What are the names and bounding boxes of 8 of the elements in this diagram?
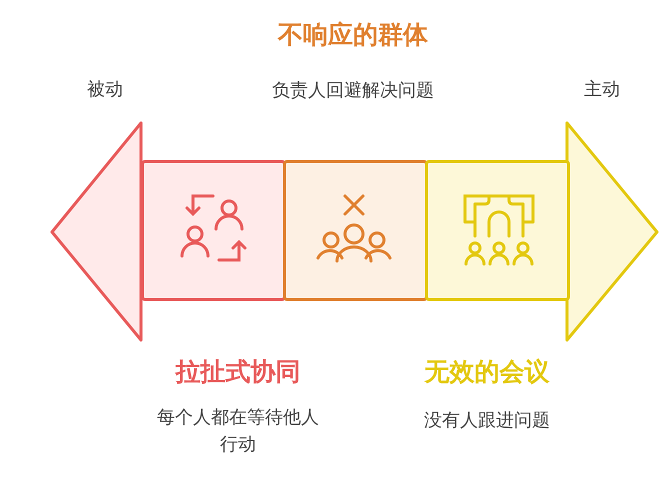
stage-heading: 拉扯式协同 bbox=[176, 356, 300, 388]
stage-description: 每个人都在等待他人行动 bbox=[156, 406, 320, 457]
stage-heading: 无效的会议 bbox=[424, 356, 550, 388]
stage-heading: 不响应的群体 bbox=[278, 19, 428, 51]
scale-end-label: 被动 bbox=[87, 78, 123, 101]
stage-description: 负责人回避解决问题 bbox=[271, 79, 435, 103]
scale-end-label: 主动 bbox=[584, 78, 620, 101]
stage-description: 没有人跟进问题 bbox=[424, 409, 550, 432]
